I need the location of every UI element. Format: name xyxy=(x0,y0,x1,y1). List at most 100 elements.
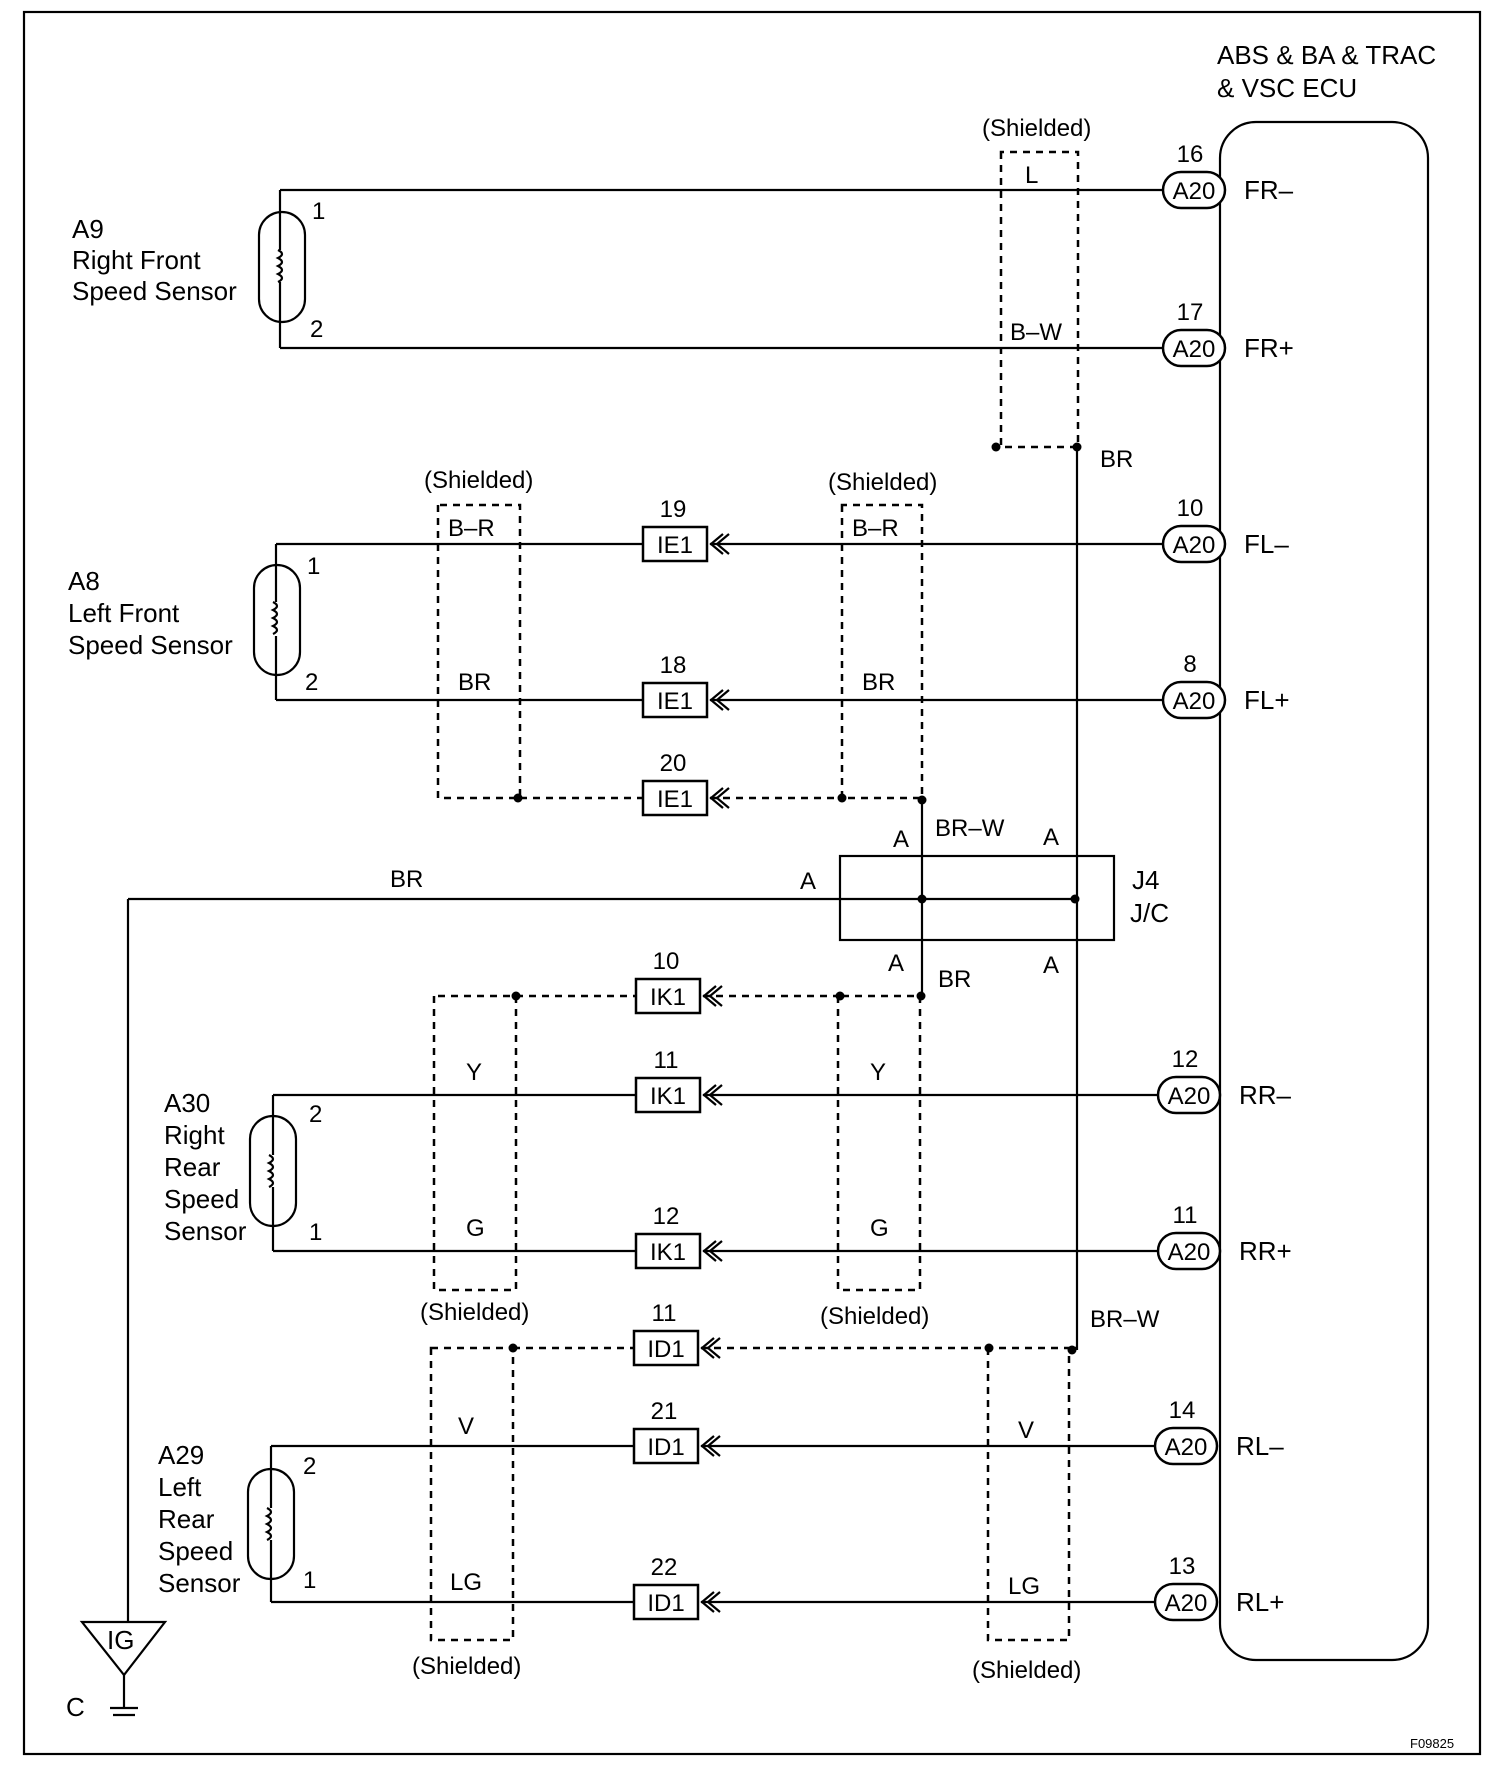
wire-fl-minus-color-right: B–R xyxy=(852,515,899,542)
sensor-a9-name2: Speed Sensor xyxy=(72,276,237,306)
ecu-box xyxy=(1218,120,1430,1662)
inline-connector-conn: IK1 xyxy=(650,1083,686,1110)
diagram-frame xyxy=(22,10,1482,1756)
ground-symbol-text: IG xyxy=(107,1625,134,1655)
ecu-terminal-signal: FR+ xyxy=(1244,333,1294,363)
sensor-a29-pin2: 1 xyxy=(303,1567,316,1594)
junction-dot xyxy=(917,795,927,805)
wire-rl-plus-color-right: LG xyxy=(1008,1573,1040,1600)
junction-dot xyxy=(508,1343,518,1353)
ecu-terminal-conn: A20 xyxy=(1173,336,1216,363)
wire-fl-minus-color-left: B–R xyxy=(448,515,495,542)
ecu-terminals: A2016FR–A2017FR+A2010FL–A208FL+A2012RR–A… xyxy=(1153,141,1294,1622)
junction-dot xyxy=(511,991,521,1001)
wire-jc-top-color: BR–W xyxy=(935,815,1005,842)
ecu-terminal-conn: A20 xyxy=(1165,1434,1208,1461)
junction-dot xyxy=(837,793,847,803)
inline-connector-conn: IK1 xyxy=(650,1239,686,1266)
junction-dot xyxy=(1067,1345,1077,1355)
jc-type: J/C xyxy=(1130,898,1169,928)
ecu-terminal-conn: A20 xyxy=(1168,1239,1211,1266)
jc-terminal-left: A xyxy=(800,868,816,895)
shield-fr-label: (Shielded) xyxy=(982,115,1091,142)
shield-rr-left xyxy=(432,994,518,1292)
sensor-a9-id: A9 xyxy=(72,214,104,244)
ecu-title-line2: & VSC ECU xyxy=(1217,73,1357,103)
junction-dot xyxy=(835,991,845,1001)
sensor-a30-id: A30 xyxy=(164,1088,210,1118)
shield-fl-right xyxy=(840,503,924,800)
jc-terminal-top-right: A xyxy=(1043,824,1059,851)
shield-rr-left-label: (Shielded) xyxy=(420,1299,529,1326)
wire-rl-minus-color-left: V xyxy=(458,1413,474,1440)
wire-fr-plus-color: B–W xyxy=(1010,319,1062,346)
jc-id: J4 xyxy=(1132,865,1159,895)
inline-connector-pin: 11 xyxy=(652,1300,677,1327)
junction-dot xyxy=(916,991,926,1001)
ecu-terminal-pin: 17 xyxy=(1177,299,1204,326)
inline-connector-conn: ID1 xyxy=(647,1590,684,1617)
ecu-terminal-signal: RL– xyxy=(1236,1431,1284,1461)
shield-fl-left xyxy=(436,503,522,800)
inline-connector-conn: IE1 xyxy=(657,786,693,813)
shield-rl-right xyxy=(986,1346,1071,1642)
ecu-title-line1: ABS & BA & TRAC xyxy=(1217,40,1436,70)
sensor-a29-name1: Left xyxy=(158,1472,202,1502)
inline-connector-pin: 21 xyxy=(651,1398,678,1425)
ecu-terminal-pin: 12 xyxy=(1172,1046,1199,1073)
sensor-a30-name2: Rear xyxy=(164,1152,221,1182)
wire-rl-plus-color-left: LG xyxy=(450,1569,482,1596)
sensor-a30-name1: Right xyxy=(164,1120,225,1150)
ecu-terminal-signal: FR– xyxy=(1244,175,1294,205)
sensor-a8 xyxy=(252,544,302,700)
wire-rr-plus-color-left: G xyxy=(466,1215,485,1242)
shield-fr xyxy=(999,150,1080,449)
ecu-terminal-pin: 10 xyxy=(1177,495,1204,522)
ecu-terminal-conn: A20 xyxy=(1165,1590,1208,1617)
sensor-a30-name3: Speed xyxy=(164,1184,239,1214)
shield-rl-left-label: (Shielded) xyxy=(412,1653,521,1680)
wire-fr-minus-color: L xyxy=(1025,162,1038,189)
shield-rl-right-label: (Shielded) xyxy=(972,1657,1081,1684)
inline-connector-conn: ID1 xyxy=(647,1336,684,1363)
sensor-a29 xyxy=(246,1446,296,1602)
junction-dot xyxy=(984,1343,994,1353)
sensor-a29-id: A29 xyxy=(158,1440,204,1470)
ground-symbol xyxy=(79,1620,168,1677)
inline-connector-conn: IE1 xyxy=(657,688,693,715)
inline-connector-conn: IE1 xyxy=(657,532,693,559)
inline-connector-pin: 18 xyxy=(660,652,687,679)
ecu-terminal-signal: RR+ xyxy=(1239,1236,1292,1266)
wire-rr-minus-color-left: Y xyxy=(466,1059,482,1086)
junction-dot xyxy=(513,793,523,803)
wire-fl-plus-color-left: BR xyxy=(458,669,491,696)
wire-rl-shield-color: BR–W xyxy=(1090,1306,1160,1333)
wire-fr-shield-color: BR xyxy=(1100,446,1133,473)
sensor-a30-name4: Sensor xyxy=(164,1216,247,1246)
shield-rr-right-label: (Shielded) xyxy=(820,1303,929,1330)
wire-rr-plus-color-right: G xyxy=(870,1215,889,1242)
jc-terminal-bottom-right: A xyxy=(1043,952,1059,979)
ecu-terminal-signal: RL+ xyxy=(1236,1587,1284,1617)
ecu-terminal-pin: 11 xyxy=(1173,1202,1198,1229)
ecu-terminal-pin: 14 xyxy=(1169,1397,1196,1424)
sensor-a30-pin2: 1 xyxy=(309,1219,322,1246)
sensor-a9 xyxy=(257,190,307,348)
inline-connector-conn: IK1 xyxy=(650,984,686,1011)
sensor-a29-name3: Speed xyxy=(158,1536,233,1566)
wire-jc-bottom-color: BR xyxy=(938,966,971,993)
junction-dot xyxy=(917,894,927,904)
ecu-terminal-signal: RR– xyxy=(1239,1080,1292,1110)
inline-connector-pin: 12 xyxy=(653,1203,680,1230)
figure-id: F09825 xyxy=(1410,1736,1454,1751)
shield-fl-left-label: (Shielded) xyxy=(424,467,533,494)
